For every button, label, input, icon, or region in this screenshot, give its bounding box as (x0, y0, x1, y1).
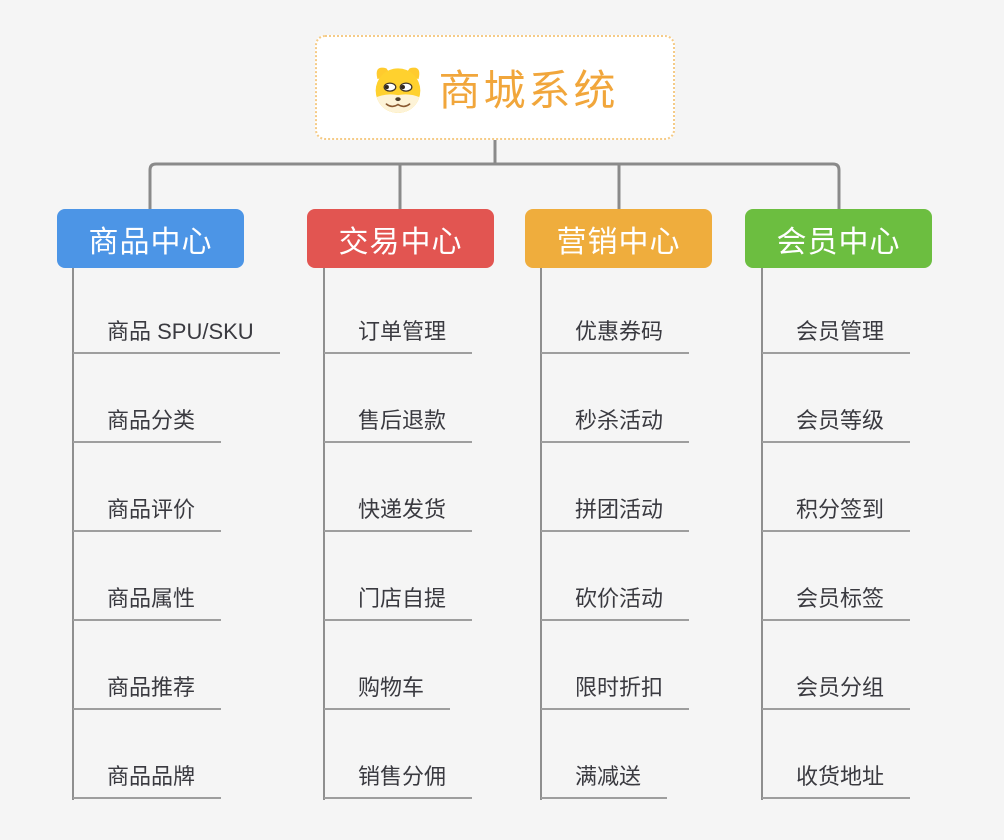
leaf-node[interactable]: 拼团活动 (541, 495, 690, 532)
leaf-node[interactable]: 门店自提 (324, 584, 473, 621)
trunk-line (323, 268, 325, 800)
branch-children-marketing-center: 优惠券码 秒杀活动 拼团活动 砍价活动 限时折扣 满减送 (540, 268, 790, 802)
leaf-node[interactable]: 商品品牌 (73, 762, 222, 799)
trunk-line (540, 268, 542, 800)
leaf-node[interactable]: 会员管理 (762, 317, 911, 354)
trunk-line (72, 268, 74, 800)
branch-node-member-center[interactable]: 会员中心 (745, 209, 932, 268)
leaf-node[interactable]: 商品分类 (73, 406, 222, 443)
leaf-node[interactable]: 砍价活动 (541, 584, 690, 621)
trunk-line (761, 268, 763, 800)
leaf-node[interactable]: 限时折扣 (541, 673, 690, 710)
leaf-node[interactable]: 商品属性 (73, 584, 222, 621)
dog-face-icon (376, 67, 421, 113)
leaf-node[interactable]: 收货地址 (762, 762, 911, 799)
leaf-node[interactable]: 商品评价 (73, 495, 222, 532)
leaf-node[interactable]: 优惠券码 (541, 317, 690, 354)
leaf-node[interactable]: 会员标签 (762, 584, 911, 621)
leaf-node[interactable]: 积分签到 (762, 495, 911, 532)
branch-label: 交易中心 (338, 225, 463, 259)
leaf-node[interactable]: 购物车 (324, 673, 451, 710)
branch-children-product-center: 商品 SPU/SKU 商品分类 商品评价 商品属性 商品推荐 商品品牌 (72, 268, 322, 802)
leaf-node[interactable]: 快递发货 (324, 495, 473, 532)
branch-children-trade-center: 订单管理 售后退款 快递发货 门店自提 购物车 销售分佣 (323, 268, 573, 802)
root-node[interactable]: 商城系统 (315, 35, 675, 140)
root-title: 商城系统 (438, 67, 619, 114)
leaf-node[interactable]: 销售分佣 (324, 762, 473, 799)
branch-label: 会员中心 (776, 225, 901, 259)
leaf-node[interactable]: 订单管理 (324, 317, 473, 354)
branch-label: 商品中心 (88, 225, 213, 259)
branch-node-marketing-center[interactable]: 营销中心 (525, 209, 712, 268)
branch-node-trade-center[interactable]: 交易中心 (307, 209, 494, 268)
leaf-node[interactable]: 售后退款 (324, 406, 473, 443)
leaf-node[interactable]: 会员等级 (762, 406, 911, 443)
branch-node-product-center[interactable]: 商品中心 (57, 209, 244, 268)
leaf-node[interactable]: 会员分组 (762, 673, 911, 710)
branch-label: 营销中心 (556, 225, 681, 259)
leaf-node[interactable]: 满减送 (541, 762, 668, 799)
leaf-node[interactable]: 秒杀活动 (541, 406, 690, 443)
branch-children-member-center: 会员管理 会员等级 积分签到 会员标签 会员分组 收货地址 (761, 268, 1004, 802)
leaf-node[interactable]: 商品推荐 (73, 673, 222, 710)
leaf-node[interactable]: 商品 SPU/SKU (73, 317, 280, 354)
